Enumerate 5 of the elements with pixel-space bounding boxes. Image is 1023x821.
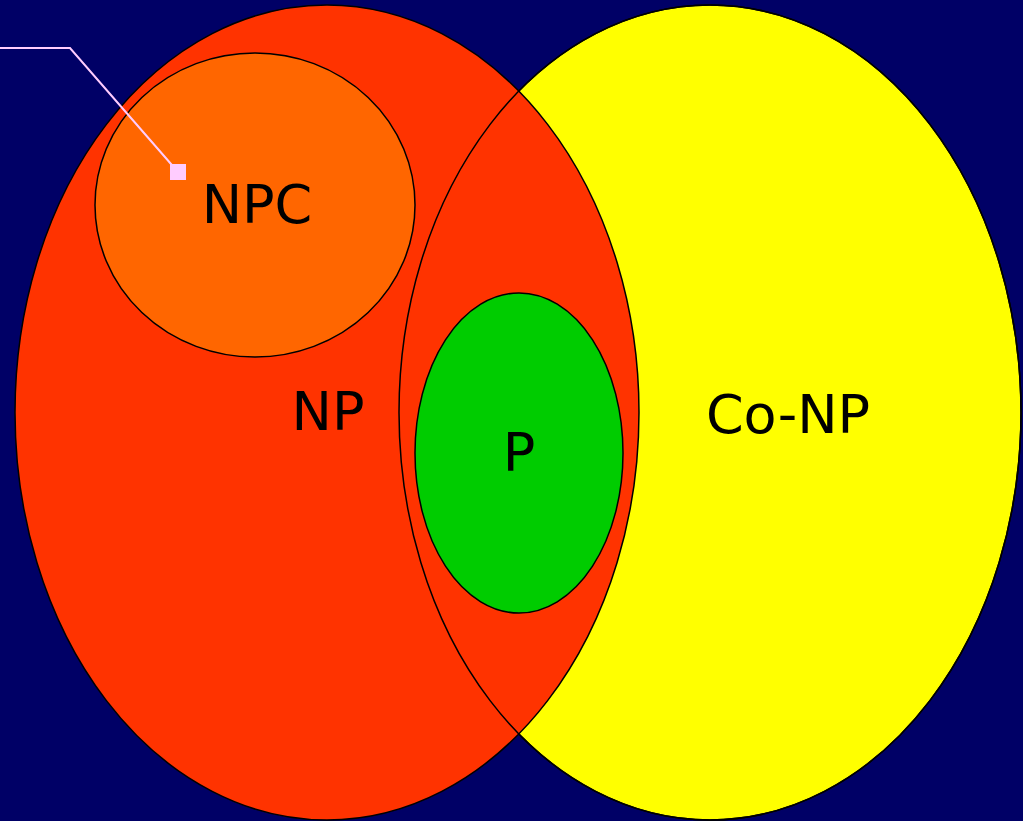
set-label: P: [502, 426, 536, 480]
set-label: NP: [291, 385, 365, 439]
set-label: NPC: [201, 178, 313, 232]
leader-line: [0, 47, 186, 180]
set-label: Co-NP: [705, 388, 871, 442]
